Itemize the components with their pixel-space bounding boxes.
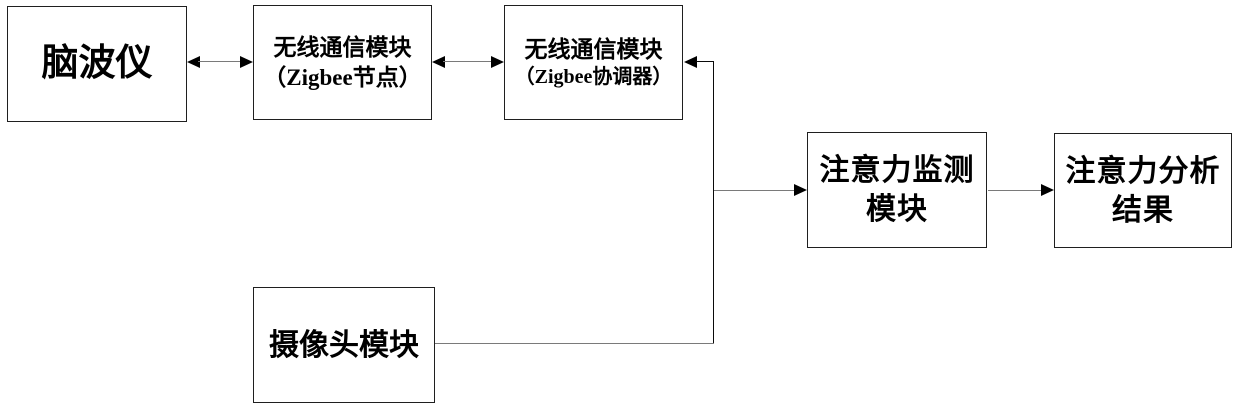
node-attention-monitor: 注意力监测 模块 [807,132,987,248]
arrowhead-right-icon [794,184,807,196]
node-attention-result-line1: 注意力分析 [1065,154,1221,188]
node-attention-monitor-line1: 注意力监测 [819,154,975,187]
arrowhead-right-icon [491,56,504,68]
arrowhead-right-icon [1041,184,1054,196]
edge-camera-junction [435,343,714,344]
node-zigbee-coordinator-line2: （Zigbee协调器） [514,66,673,89]
node-zigbee-coordinator-line1: 无线通信模块 [524,36,663,62]
node-brainwave: 脑波仪 [7,6,187,122]
node-attention-result-line2: 结果 [1112,193,1174,227]
node-camera-label: 摄像头模块 [269,328,419,362]
edge-junction-attention-monitor [714,190,796,191]
edge-junction-vertical [713,61,714,344]
node-camera: 摄像头模块 [253,287,435,403]
node-zigbee-node-line1: 无线通信模块 [273,34,412,60]
edge-zigbee-node-coordinator [443,61,493,62]
arrowhead-left-icon [432,56,445,68]
node-zigbee-coordinator: 无线通信模块 （Zigbee协调器） [504,5,683,120]
arrowhead-right-icon [240,56,253,68]
edge-junction-coordinator [696,61,714,62]
node-brainwave-label: 脑波仪 [41,42,153,84]
arrowhead-left-icon [187,56,200,68]
node-zigbee-node: 无线通信模块 （Zigbee节点） [253,5,432,120]
edge-brainwave-zigbee-node [198,61,242,62]
edge-monitor-result [988,190,1043,191]
node-attention-monitor-line2: 模块 [866,193,928,226]
node-attention-result: 注意力分析 结果 [1054,133,1232,248]
arrowhead-left-icon [684,56,697,68]
node-zigbee-node-line2: （Zigbee节点） [263,64,422,90]
